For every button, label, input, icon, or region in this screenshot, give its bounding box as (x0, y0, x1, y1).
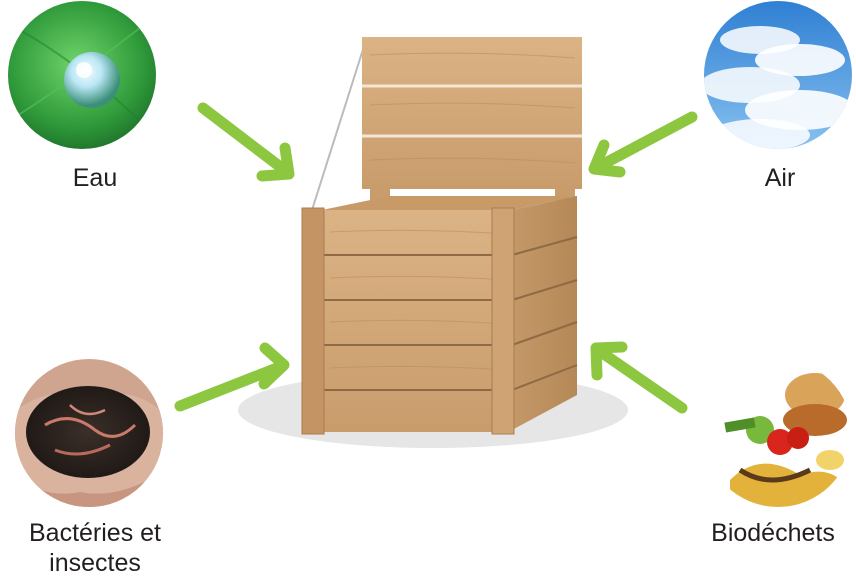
biowaste-label: Biodéchets (690, 518, 856, 548)
water-label: Eau (40, 163, 150, 193)
bin-lid (362, 37, 582, 207)
compost-bin (302, 37, 582, 434)
bacteria-insects-label: Bactéries et insectes (10, 518, 180, 578)
arrow-from-air (594, 117, 692, 172)
soil-worms-photo (0, 355, 170, 520)
bacteria-label-line1: Bactéries et (10, 518, 180, 548)
water-drop-photo (0, 0, 170, 160)
sky-photo (700, 0, 856, 160)
air-label: Air (730, 163, 830, 193)
arrow-from-water (203, 108, 289, 176)
food-waste-photo (700, 355, 856, 520)
